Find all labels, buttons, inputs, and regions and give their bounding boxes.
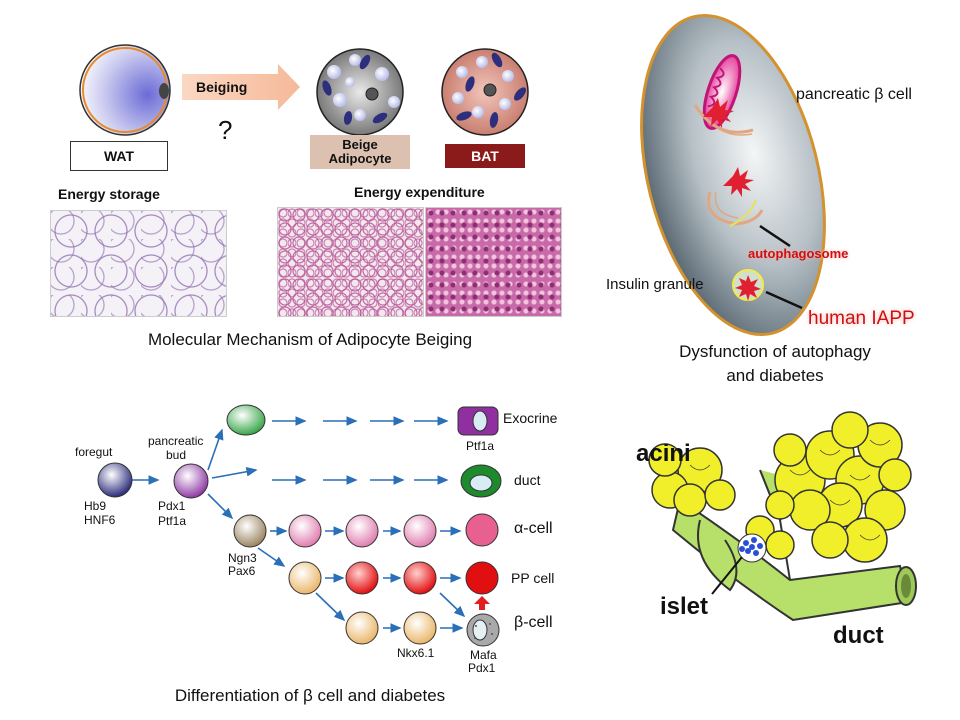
autophagy-caption-line1: Dysfunction of autophagy [679,342,871,361]
wat-histology-image [50,210,227,317]
beige-histology-image [277,207,424,317]
pancreas-illustration [648,411,917,622]
pdx1-label: Pdx1 [158,499,186,513]
energy-expenditure-label: Energy expenditure [354,184,485,200]
duct-label: duct [833,622,884,649]
nkx61-label: Nkx6.1 [397,646,435,660]
wat-label: WAT [103,148,135,164]
insulin-granule-label: Insulin granule [606,276,704,293]
bat-label-box: BAT [445,144,525,168]
beige-adipocyte-label-box: Beige Adipocyte [310,135,410,169]
hnf6-label: HNF6 [84,513,116,527]
autophagosome-vesicle [707,167,764,227]
bat-cell [441,48,529,136]
pancreatic-beta-cell-label: pancreatic β cell [796,86,912,103]
wat-label-box: WAT [70,141,168,171]
pax6-label: Pax6 [228,564,256,578]
acini-label: acini [636,440,691,467]
islet-label: islet [660,593,709,620]
duct-cell-label: duct [514,472,541,488]
ngn3-label: Ngn3 [228,551,257,565]
foregut-label: foregut [75,445,113,459]
hb9-label: Hb9 [84,499,107,513]
mafa-label: Mafa [470,648,497,662]
beiging-arrow [182,64,300,110]
mitochondrion [693,54,754,136]
ptf1a-label: Ptf1a [158,514,187,528]
differentiation-caption: Differentiation of β cell and diabetes [174,686,446,705]
islet-cluster [737,533,767,563]
question-mark: ? [218,115,233,145]
alpha-cell-label: α-cell [514,520,553,537]
autophagosome-label: autophagosome [748,246,849,261]
differentiation-diagram [97,404,502,647]
wat-cell [79,44,171,136]
pp-cell-label: PP cell [511,570,555,586]
pdx1-beta-label: Pdx1 [468,661,496,675]
exocrine-label: Exocrine [503,410,558,426]
autophagy-caption-line2: and diabetes [726,366,824,385]
bat-label: BAT [471,148,499,164]
pancreatic-bud-label-1: pancreatic [148,434,204,448]
insulin-granule [732,269,764,301]
energy-storage-label: Energy storage [58,186,160,202]
beige-adipocyte-cell [316,48,404,136]
beiging-label: Beiging [196,79,248,95]
bat-histology-image [425,207,562,317]
human-iapp-label: human IAPP [808,308,915,329]
ptf1a-exocrine-label: Ptf1a [466,439,495,453]
adipocyte-caption: Molecular Mechanism of Adipocyte Beiging [147,330,473,349]
beta-cell-label: β-cell [514,614,553,631]
pancreatic-bud-label-2: bud [166,448,187,462]
beta-cell-diagram [640,14,826,336]
